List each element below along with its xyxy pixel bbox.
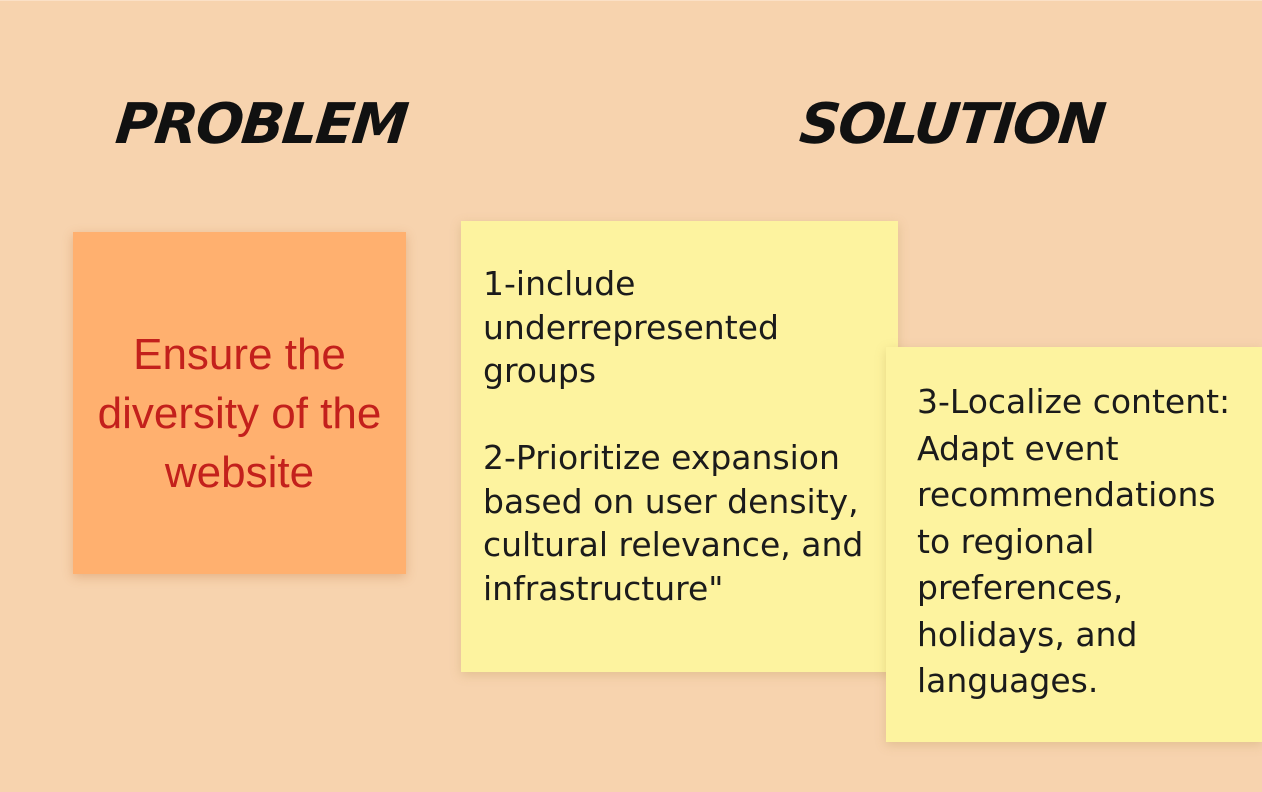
problem-sticky-note[interactable]: Ensure the diversity of the website: [73, 232, 406, 574]
solution-sticky-note-1[interactable]: 1-include underrepresented groups 2-Prio…: [461, 221, 898, 672]
solution-note-1-text: 1-include underrepresented groups 2-Prio…: [483, 264, 864, 608]
problem-note-text: Ensure the diversity of the website: [97, 330, 382, 497]
problem-heading: PROBLEM: [112, 92, 410, 157]
solution-heading: SOLUTION: [796, 92, 1108, 157]
solution-note-2-text: 3-Localize content: Adapt event recommen…: [917, 382, 1231, 700]
solution-sticky-note-2[interactable]: 3-Localize content: Adapt event recommen…: [886, 347, 1262, 742]
